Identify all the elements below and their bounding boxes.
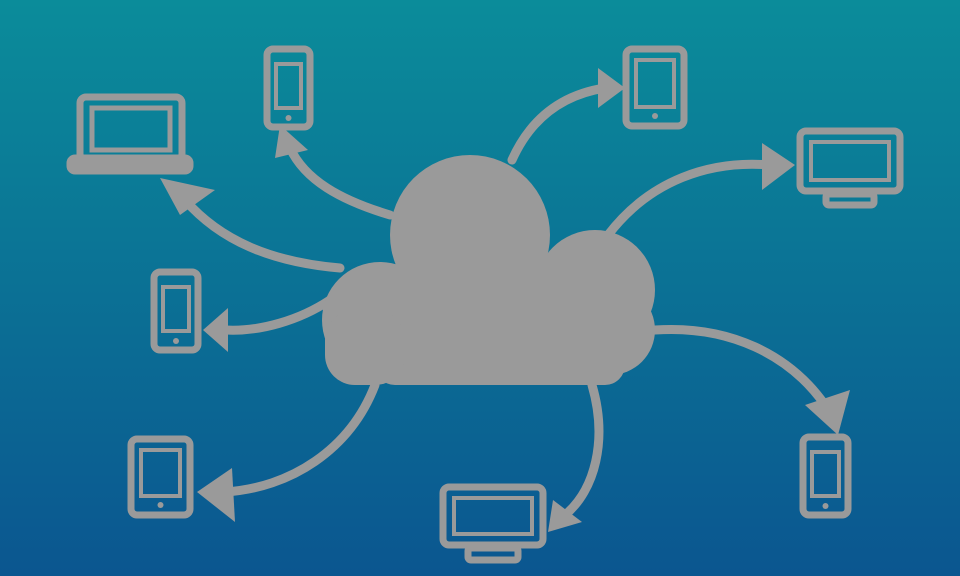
arrowhead-icon xyxy=(548,500,582,532)
arrow-to-right-monitor xyxy=(603,159,775,240)
monitor-icon xyxy=(796,127,904,209)
arrow-to-bottom-monitor xyxy=(560,380,604,520)
arrowhead-icon xyxy=(805,390,850,435)
monitor-icon xyxy=(439,483,547,564)
arrow-to-laptop xyxy=(180,195,345,273)
arrow-to-top-phone xyxy=(285,143,395,220)
phone-icon xyxy=(150,268,202,354)
arrowhead-icon xyxy=(160,178,215,215)
arrowhead-icon xyxy=(203,308,228,352)
phone-icon xyxy=(263,45,314,131)
arrowhead-icon xyxy=(762,143,795,190)
arrow-to-bottom-left-tablet xyxy=(220,380,380,497)
arrowhead-icon xyxy=(197,468,235,522)
tablet-icon xyxy=(127,435,194,519)
arrowhead-icon xyxy=(598,68,625,108)
arrow-to-bottom-right-phone xyxy=(650,324,830,410)
arrowhead-icon xyxy=(275,125,308,158)
arrow-to-top-tablet xyxy=(507,83,610,165)
tablet-icon xyxy=(622,45,688,130)
cloud-icon xyxy=(322,155,655,385)
laptop-icon xyxy=(66,93,194,175)
arrow-to-left-phone xyxy=(220,295,335,335)
phone-icon xyxy=(799,433,852,519)
